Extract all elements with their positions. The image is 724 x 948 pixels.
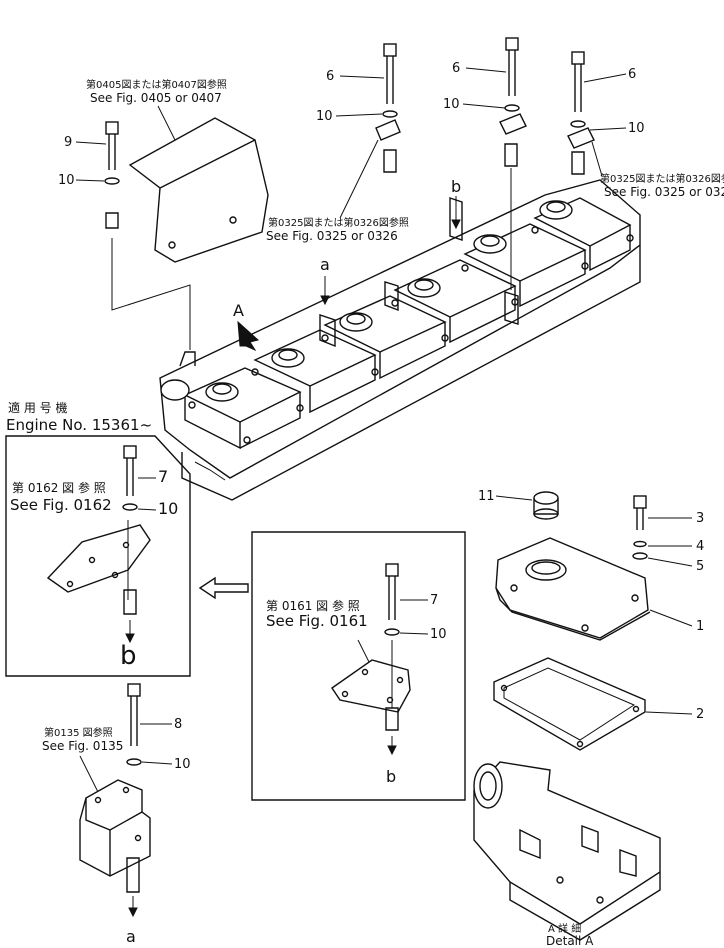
callout-8: 8 <box>174 717 182 732</box>
label-b-main: b <box>451 177 461 196</box>
ref-fig0162-jp: 第 0162 図 参 照 <box>12 480 106 495</box>
ref-fig0161-jp: 第 0161 図 参 照 <box>266 598 360 613</box>
callout-10-a: 10 <box>316 109 333 124</box>
callout-11: 11 <box>478 489 495 504</box>
callout-6-b: 6 <box>452 61 460 76</box>
fig0161-inset: 第 0161 図 参 照 See Fig. 0161 b <box>251 531 466 801</box>
ref-fig0325-en-left: See Fig. 0325 or 0326 <box>266 229 398 243</box>
lower-bracket: 第0135 図参照 See Fig. 0135 a <box>42 683 151 946</box>
ref-fig0162-en: See Fig. 0162 <box>10 496 112 514</box>
callout-10-left: 10 <box>58 173 75 188</box>
callout-6-c: 6 <box>628 67 636 82</box>
callout-10-center: 10 <box>430 627 447 642</box>
top-bolts <box>375 37 595 290</box>
engine-inset: 適 用 号 機 Engine No. 15361~ 第 0162 図 参 照 S… <box>5 400 191 677</box>
view-arrow-a: A <box>233 301 260 352</box>
applicable-jp: 適 用 号 機 <box>8 400 67 415</box>
label-A: A <box>233 301 244 320</box>
callout-3: 3 <box>696 511 704 526</box>
callout-7-left: 7 <box>158 467 168 486</box>
callout-2: 2 <box>696 707 704 722</box>
engine-number: Engine No. 15361~ <box>6 416 152 434</box>
callout-10-c: 10 <box>628 121 645 136</box>
detail-a-cover <box>473 491 661 941</box>
label-b-inset-left: b <box>120 641 137 671</box>
callout-9: 9 <box>64 135 72 150</box>
hollow-arrow-left <box>198 576 249 600</box>
callout-7-center: 7 <box>430 593 438 608</box>
callout-4: 4 <box>696 539 704 554</box>
callout-10-b: 10 <box>443 97 460 112</box>
ref-fig0161-en: See Fig. 0161 <box>266 612 368 630</box>
ref-fig0405-en: See Fig. 0405 or 0407 <box>90 91 222 105</box>
detail-a-en: Detail A <box>546 934 594 948</box>
label-a-main: a <box>320 255 330 274</box>
label-a-lower: a <box>126 927 136 946</box>
callout-10-lower: 10 <box>174 757 191 772</box>
label-b-inset-center: b <box>386 767 396 786</box>
ref-fig0325-en-right: See Fig. 0325 or 0326 <box>604 185 724 199</box>
ref-fig0325-jp-right: 第0325図または第0326図参照 <box>600 172 724 185</box>
callout-10-inset-left: 10 <box>158 499 178 518</box>
callout-1: 1 <box>696 619 704 634</box>
ref-fig0325-jp-left: 第0325図または第0326図参照 <box>268 216 409 229</box>
ref-fig0405-jp: 第0405図または第0407図参照 <box>86 78 227 91</box>
heat-shield-bracket <box>104 117 269 350</box>
detail-a-jp: A 詳 細 <box>548 922 581 935</box>
callout-5: 5 <box>696 559 704 574</box>
cylinder-head-cover-assembly <box>159 179 641 501</box>
callout-6-a: 6 <box>326 69 334 84</box>
ref-fig0135-jp: 第0135 図参照 <box>44 726 113 739</box>
ref-fig0135-en: See Fig. 0135 <box>42 739 123 753</box>
oil-filler-caps <box>205 200 573 402</box>
